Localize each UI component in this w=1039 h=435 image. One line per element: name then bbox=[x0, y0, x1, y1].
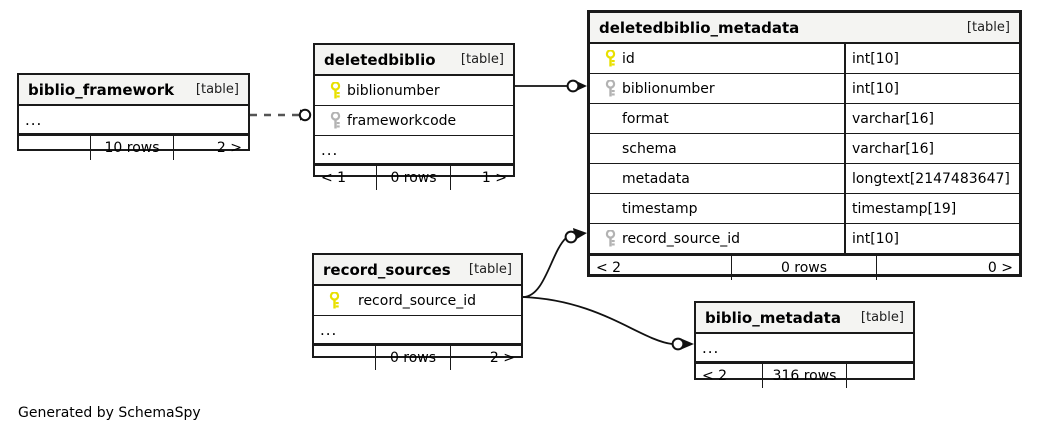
table-title: biblio_framework bbox=[28, 80, 175, 99]
footer-row-count: 0 rows bbox=[732, 256, 877, 280]
generated-by-caption: Generated by SchemaSpy bbox=[18, 405, 201, 421]
column-name: metadata bbox=[622, 170, 690, 187]
column-type: int[10] bbox=[844, 224, 1019, 253]
column-name: biblionumber bbox=[622, 80, 715, 97]
column-type: int[10] bbox=[844, 44, 1019, 73]
column-row-format[interactable]: format varchar[16] bbox=[590, 104, 1019, 134]
primary-key-icon bbox=[598, 50, 622, 67]
columns-ellipsis: ... bbox=[19, 106, 248, 134]
column-name-cell: schema bbox=[590, 134, 844, 163]
column-row-biblionumber[interactable]: biblionumber int[10] bbox=[590, 74, 1019, 104]
column-name: record_source_id bbox=[622, 230, 740, 247]
footer-incoming-count: < 2 bbox=[696, 364, 763, 388]
table-title: record_sources bbox=[323, 260, 451, 279]
column-name: schema bbox=[622, 140, 677, 157]
column-type: int[10] bbox=[844, 74, 1019, 103]
footer-incoming-count bbox=[314, 346, 376, 370]
column-name-cell: metadata bbox=[590, 164, 844, 193]
column-type: varchar[16] bbox=[844, 134, 1019, 163]
edge-record-sources-to-deletedbiblio-metadata bbox=[522, 228, 587, 298]
footer-incoming-count: < 2 bbox=[590, 256, 732, 280]
column-name: id bbox=[622, 50, 635, 67]
footer-outgoing-count: 0 > bbox=[987, 260, 1013, 276]
table-biblio-framework[interactable]: biblio_framework [table] ... 10 rows 2 > bbox=[17, 73, 250, 160]
column-name-cell: id bbox=[590, 44, 844, 73]
columns-ellipsis: ... bbox=[696, 334, 913, 362]
column-name-cell: biblionumber bbox=[590, 74, 844, 103]
footer-row-count: 10 rows bbox=[91, 136, 174, 160]
primary-key-icon bbox=[323, 82, 347, 99]
column-row-biblionumber[interactable]: biblionumber bbox=[315, 76, 513, 106]
footer-outgoing-count: 2 > bbox=[216, 140, 242, 156]
column-name: timestamp bbox=[622, 200, 698, 217]
column-name-cell: record_source_id bbox=[590, 224, 844, 253]
table-footer: < 2 0 rows 0 > bbox=[590, 254, 1019, 280]
column-row-id[interactable]: id int[10] bbox=[590, 44, 1019, 74]
column-type: longtext[2147483647] bbox=[844, 164, 1019, 193]
column-name-cell: format bbox=[590, 104, 844, 133]
table-deletedbiblio[interactable]: deletedbiblio [table] biblionumber bbox=[313, 43, 515, 190]
foreign-key-icon bbox=[598, 230, 622, 247]
column-row-metadata[interactable]: metadata longtext[2147483647] bbox=[590, 164, 1019, 194]
table-footer: < 2 316 rows bbox=[696, 362, 913, 388]
table-kind-label: [table] bbox=[966, 20, 1010, 35]
edge-biblio-framework-to-deletedbiblio bbox=[250, 108, 312, 122]
table-kind-label: [table] bbox=[460, 52, 504, 67]
column-row-frameworkcode[interactable]: frameworkcode bbox=[315, 106, 513, 136]
table-kind-label: [table] bbox=[860, 310, 904, 325]
footer-row-count: 316 rows bbox=[763, 364, 847, 388]
table-record-sources[interactable]: record_sources [table] record_source_id … bbox=[312, 253, 523, 370]
column-row-schema[interactable]: schema varchar[16] bbox=[590, 134, 1019, 164]
table-footer: < 1 0 rows 1 > bbox=[315, 164, 513, 190]
footer-row-count: 0 rows bbox=[376, 346, 451, 370]
footer-outgoing-count: 1 > bbox=[481, 170, 507, 186]
foreign-key-icon bbox=[323, 112, 347, 129]
foreign-key-icon bbox=[598, 80, 622, 97]
table-title: deletedbiblio bbox=[324, 50, 436, 69]
table-header: biblio_framework [table] bbox=[19, 75, 248, 106]
table-kind-label: [table] bbox=[195, 82, 239, 97]
columns-ellipsis: ... bbox=[314, 316, 521, 344]
columns-ellipsis: ... bbox=[315, 136, 513, 164]
table-footer: 10 rows 2 > bbox=[19, 134, 248, 160]
primary-key-icon bbox=[322, 292, 346, 309]
table-title: deletedbiblio_metadata bbox=[599, 18, 800, 37]
column-name-cell: timestamp bbox=[590, 194, 844, 223]
column-name-cell: record_source_id bbox=[314, 286, 521, 315]
footer-outgoing-count bbox=[847, 364, 913, 388]
column-row-timestamp[interactable]: timestamp timestamp[19] bbox=[590, 194, 1019, 224]
table-deletedbiblio-metadata[interactable]: deletedbiblio_metadata [table] id int[10… bbox=[587, 10, 1022, 280]
column-name: format bbox=[622, 110, 669, 127]
table-footer: 0 rows 2 > bbox=[314, 344, 521, 370]
table-header: record_sources [table] bbox=[314, 255, 521, 286]
edge-deletedbiblio-to-deletedbiblio-metadata bbox=[515, 79, 587, 93]
footer-incoming-count: < 1 bbox=[315, 166, 377, 190]
table-kind-label: [table] bbox=[468, 262, 512, 277]
table-header: deletedbiblio [table] bbox=[315, 45, 513, 76]
column-name: biblionumber bbox=[347, 82, 440, 99]
table-biblio-metadata[interactable]: biblio_metadata [table] ... < 2 316 rows bbox=[694, 301, 915, 388]
column-row-record-source-id[interactable]: record_source_id bbox=[314, 286, 521, 316]
column-name: frameworkcode bbox=[347, 112, 457, 129]
column-name: record_source_id bbox=[358, 292, 476, 309]
column-type: timestamp[19] bbox=[844, 194, 1019, 223]
column-name-cell: biblionumber bbox=[315, 76, 513, 105]
footer-outgoing-count: 2 > bbox=[489, 350, 515, 366]
edge-record-sources-to-biblio-metadata bbox=[522, 296, 694, 351]
column-row-record-source-id[interactable]: record_source_id int[10] bbox=[590, 224, 1019, 254]
table-title: biblio_metadata bbox=[705, 308, 841, 327]
table-header: biblio_metadata [table] bbox=[696, 303, 913, 334]
column-name-cell: frameworkcode bbox=[315, 106, 513, 135]
table-header: deletedbiblio_metadata [table] bbox=[590, 13, 1019, 44]
footer-incoming-count bbox=[19, 136, 91, 160]
footer-row-count: 0 rows bbox=[377, 166, 451, 190]
column-type: varchar[16] bbox=[844, 104, 1019, 133]
